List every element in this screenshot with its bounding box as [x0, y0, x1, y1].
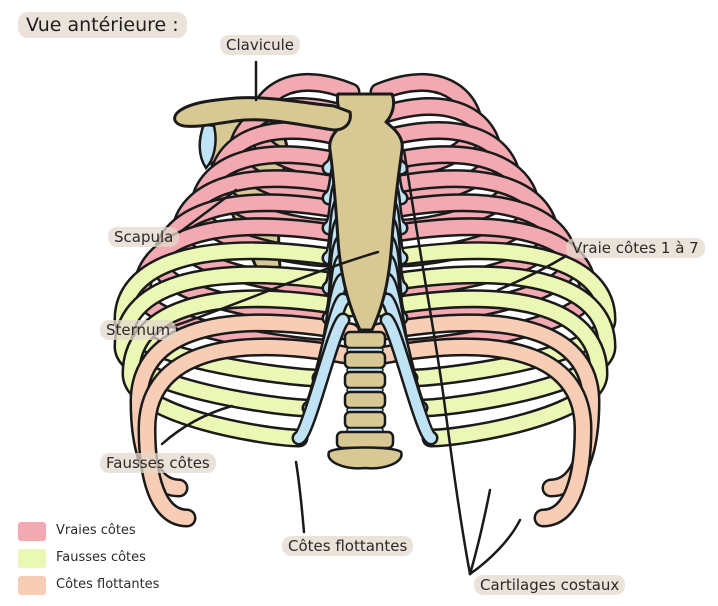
legend-swatch-vraies-cotes [18, 522, 46, 541]
rib-9-left [372, 267, 615, 415]
label-sternum: Sternum [100, 320, 177, 340]
cartilage-10-left [382, 315, 436, 443]
leader-sternum [166, 250, 380, 330]
leader-cartilages-2 [468, 518, 522, 576]
leader-cotes-flottantes [294, 460, 306, 534]
vertebra-6 [335, 430, 395, 450]
sternum-bone [328, 92, 404, 332]
rib-10-left [372, 291, 607, 445]
label-clavicule: Clavicule [220, 35, 301, 55]
clavicle-bone [173, 96, 352, 132]
rib-12-right [139, 339, 358, 525]
legend-label-vraies-cotes: Vraies côtes [56, 523, 136, 538]
rib-9-right [115, 267, 358, 415]
vertebra-lumbar-base [327, 446, 403, 470]
leader-fausses-cotes [160, 404, 234, 446]
label-scapula: Scapula [108, 227, 180, 247]
leader-vraies-cotes [496, 254, 568, 292]
vertebra-3 [343, 370, 387, 390]
legend-label-fausses-cotes: Fausses côtes [56, 550, 146, 565]
leader-cartilages-3 [468, 488, 492, 576]
legend-swatch-fausses-cotes [18, 549, 46, 568]
leader-lines [160, 60, 568, 576]
legend-swatch-cotes-flottantes [18, 576, 46, 595]
label-cotes-flottantes: Côtes flottantes [282, 536, 414, 556]
rib-12-left [372, 339, 591, 525]
label-vraies-cotes-1-7: Vraie côtes 1 à 7 [566, 238, 705, 258]
label-fausses-cotes: Fausses côtes [100, 453, 216, 473]
leader-cartilages-1 [402, 148, 472, 576]
scapula-shoulder-cartilage [198, 122, 217, 170]
vertebral-column [327, 330, 403, 470]
legend-label-cotes-flottantes: Côtes flottantes [56, 577, 160, 592]
label-cartilages-costaux: Cartilages costaux [474, 575, 626, 595]
cartilage-10-right [294, 315, 348, 443]
view-title: Vue antérieure : [18, 12, 187, 38]
vertebra-1 [343, 330, 387, 350]
rib-10-right [123, 291, 358, 445]
leader-scapula [178, 188, 238, 234]
vertebra-5 [343, 410, 387, 430]
vertebra-2 [343, 350, 387, 370]
vertebra-4 [343, 390, 387, 410]
